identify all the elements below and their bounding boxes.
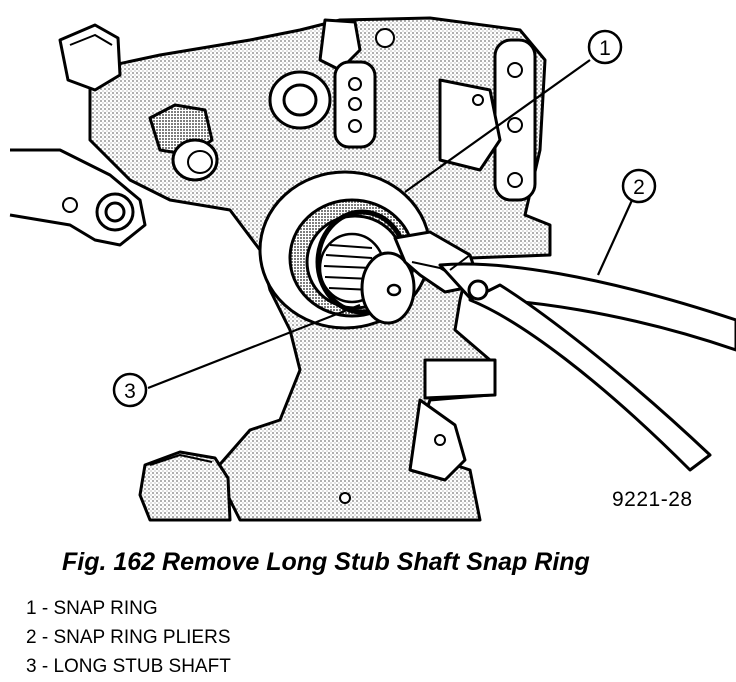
snap-ring-pliers <box>393 230 736 472</box>
long-stub-shaft <box>318 232 416 325</box>
legend-item: 1 - SNAP RING <box>26 598 158 619</box>
transaxle-illustration: 1 2 3 <box>9 16 736 522</box>
callout-2-label: 2 <box>633 176 645 199</box>
callout-1: 1 <box>587 29 623 65</box>
callout-3: 3 <box>112 372 148 408</box>
callout-3-label: 3 <box>124 380 136 403</box>
callout-2: 2 <box>621 168 657 204</box>
figure-code: 9221-28 <box>612 488 693 511</box>
callout-leaders <box>147 59 635 390</box>
legend-item: 3 - LONG STUB SHAFT <box>26 656 231 677</box>
figure-caption: Fig. 162 Remove Long Stub Shaft Snap Rin… <box>62 548 590 576</box>
legend: 1 - SNAP RING 2 - SNAP RING PLIERS 3 - L… <box>26 594 231 681</box>
legend-item: 2 - SNAP RING PLIERS <box>26 627 231 648</box>
callout-1-label: 1 <box>599 37 611 60</box>
